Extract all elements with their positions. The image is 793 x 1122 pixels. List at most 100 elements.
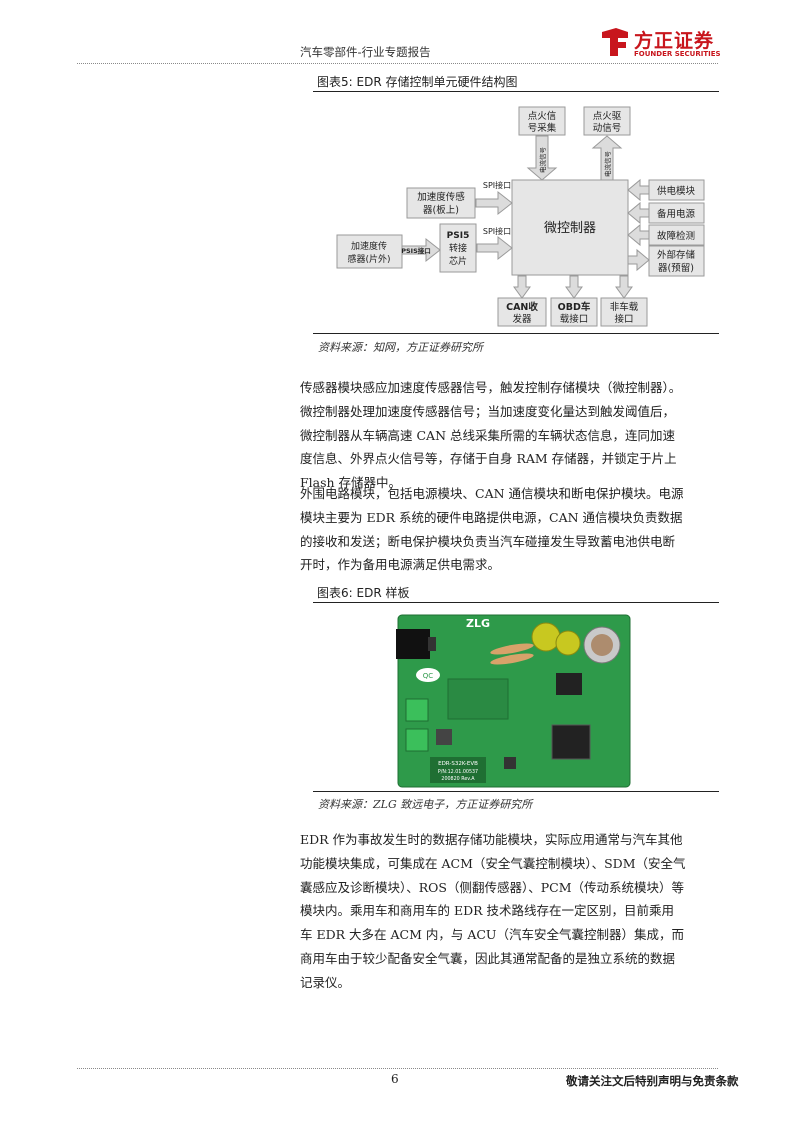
figure5-caption: 图表5: EDR 存储控制单元硬件结构图 bbox=[317, 75, 518, 89]
psi5-label-2: 转接 bbox=[449, 242, 467, 254]
paragraph-edr-integration: EDR 作为事故发生时的数据存储功能模块，实际应用通常与汽车其他 功能模块集成，… bbox=[300, 828, 719, 995]
paragraph-line: 的接收和发送；断电保护模块负责当汽车碰撞发生导致蓄电池供电断 bbox=[300, 533, 676, 549]
mcu-label: 微控制器 bbox=[544, 221, 596, 236]
figure5-bottom-rule bbox=[313, 333, 719, 334]
arrow-fault bbox=[627, 223, 650, 247]
arrow-backup bbox=[627, 201, 650, 225]
arrow-psis bbox=[401, 237, 441, 263]
psi5-box bbox=[439, 223, 477, 273]
accel-board-box bbox=[406, 187, 476, 219]
paragraph-line: 微控制器处理加速度传感器信号；当加速度变化量达到触发阈值后， bbox=[300, 403, 676, 419]
push-button bbox=[504, 757, 516, 769]
component-area bbox=[447, 678, 509, 720]
psi5-label-3: 芯片 bbox=[449, 255, 467, 267]
arrow-ext-storage bbox=[627, 248, 650, 272]
elec2-edge-label: 电流信号 bbox=[603, 151, 612, 178]
arrow-power bbox=[627, 178, 650, 202]
arrow-spi2 bbox=[476, 235, 513, 261]
nonvehicle-label-1: 非车载 bbox=[610, 301, 639, 313]
footer-divider bbox=[77, 1068, 718, 1069]
report-header-title: 汽车零部件-行业专题报告 bbox=[300, 45, 431, 59]
logo-cn-text: 方正证券 bbox=[634, 30, 715, 52]
qc-text: QC bbox=[423, 672, 434, 680]
paragraph-line: 记录仪。 bbox=[300, 974, 351, 990]
psi5-label-1: PSI5 bbox=[447, 231, 470, 241]
capacitor-2 bbox=[555, 630, 581, 656]
psis-edge-label: PSIS接口 bbox=[401, 246, 431, 255]
terminal-block-1 bbox=[405, 698, 429, 722]
paragraph-line: 功能模块集成，可集成在 ACM（安全气囊控制模块）、SDM（安全气 bbox=[300, 855, 686, 871]
obd-box bbox=[550, 297, 598, 327]
qc-sticker bbox=[416, 668, 440, 682]
obd-label-1: OBD车 bbox=[558, 301, 591, 313]
ignition-collect-box bbox=[518, 106, 566, 136]
paragraph-peripheral-circuit: 外围电路模块，包括电源模块、CAN 通信模块和断电保护模块。电源 模块主要为 E… bbox=[300, 482, 719, 577]
spi2-edge-label: SPI接口 bbox=[483, 226, 511, 236]
founder-securities-logo: 方正证券 FOUNDER SECURITIES bbox=[600, 26, 721, 60]
obd-label-2: 载接口 bbox=[560, 313, 589, 325]
edr-hardware-diagram: 微控制器 点火信 号采集 点火驱 动信号 加速度传感 器(板上) PSI5 转接… bbox=[336, 106, 705, 327]
ignition-drive-label-2: 动信号 bbox=[593, 122, 622, 134]
paragraph-line: 传感器模块感应加速度传感器信号，触发控制存储模块（微控制器）。 bbox=[300, 380, 682, 395]
can-label-2: 发器 bbox=[512, 313, 532, 325]
figure6-top-rule bbox=[313, 602, 719, 603]
arrow-nonvehicle bbox=[615, 275, 633, 299]
label-area bbox=[430, 757, 486, 783]
mcu-chip bbox=[551, 724, 591, 760]
figure6-bottom-rule bbox=[313, 791, 719, 792]
arrow-can bbox=[513, 275, 531, 299]
accel-board-label-1: 加速度传感 bbox=[417, 191, 465, 203]
ext-storage-label-2: 器(预留) bbox=[658, 262, 694, 274]
paragraph-line: Flash 存储器中。 bbox=[300, 475, 402, 491]
accel-ext-box bbox=[336, 234, 403, 269]
founder-logo-icon bbox=[602, 28, 628, 56]
ignition-collect-label-1: 点火信 bbox=[528, 110, 557, 122]
paragraph-line: 模块内。乘用车和商用车的 EDR 技术路线存在一定区别，目前乘用 bbox=[300, 903, 675, 919]
capacitor-1 bbox=[531, 622, 561, 652]
spi1-edge-label: SPI接口 bbox=[483, 180, 511, 190]
paragraph-line: 商用车由于较少配备安全气囊，因此其通常配备的是独立系统的数据 bbox=[300, 950, 676, 966]
ext-storage-box bbox=[648, 245, 705, 277]
dc-jack bbox=[396, 629, 430, 659]
paragraph-line: 模块主要为 EDR 系统的硬件电路提供电源，CAN 通信模块负责数据 bbox=[300, 509, 683, 525]
ext-storage-label-1: 外部存储 bbox=[657, 249, 696, 261]
board-model-label: EDR-S32K-EVB bbox=[438, 761, 478, 767]
can-box bbox=[497, 297, 547, 327]
ignition-collect-label-2: 号采集 bbox=[528, 122, 557, 134]
zlg-logo-text: ZLG bbox=[466, 617, 490, 630]
paragraph-sensor-module: 传感器模块感应加速度传感器信号，触发控制存储模块（微控制器）。 微控制器处理加速… bbox=[300, 376, 719, 495]
resistor-1 bbox=[490, 643, 534, 655]
nonvehicle-box bbox=[600, 297, 648, 327]
fault-label: 故障检测 bbox=[657, 230, 695, 242]
power-label: 供电模块 bbox=[657, 185, 696, 197]
small-chip bbox=[436, 729, 452, 745]
backup-label: 备用电源 bbox=[657, 208, 696, 220]
ignition-drive-label-1: 点火驱 bbox=[593, 111, 622, 122]
paragraph-line: 微控制器从车辆高速 CAN 总线采集所需的车辆状态信息，连同加速 bbox=[300, 427, 675, 443]
paragraph-line: 外围电路模块，包括电源模块、CAN 通信模块和断电保护模块。电源 bbox=[300, 486, 684, 501]
arrow-ignition-collect bbox=[526, 135, 558, 181]
edr-board-photo: QC ZLG EDR-S32K-EVB P/N:12.01.00537 2008… bbox=[388, 607, 634, 789]
footer-disclaimer: 敬请关注文后特别声明与免责条款 bbox=[566, 1074, 739, 1088]
board-pn-label: P/N:12.01.00537 bbox=[438, 769, 478, 775]
paragraph-line: EDR 作为事故发生时的数据存储功能模块，实际应用通常与汽车其他 bbox=[300, 832, 683, 847]
figure5-source: 资料来源：知网，方正证券研究所 bbox=[318, 341, 483, 354]
accel-ext-label-2: 感器(片外) bbox=[347, 253, 390, 265]
can-label-1: CAN收 bbox=[506, 301, 538, 313]
ignition-drive-box bbox=[583, 106, 631, 136]
ic-chip-small bbox=[556, 673, 582, 695]
paragraph-line: 度信息、外界点火信号等，存储于自身 RAM 存储器，并锁定于片上 bbox=[300, 451, 677, 467]
paragraph-line: 开时，作为备用电源满足供电需求。 bbox=[300, 557, 501, 573]
accel-board-label-2: 器(板上) bbox=[423, 204, 459, 216]
paragraph-line: 车 EDR 大多在 ACM 内，与 ACU（汽车安全气囊控制器）集成，而 bbox=[300, 927, 684, 943]
page-number: 6 bbox=[391, 1072, 399, 1086]
figure6-caption: 图表6: EDR 样板 bbox=[317, 586, 410, 600]
header-divider bbox=[77, 63, 718, 64]
figure5-top-rule bbox=[313, 91, 719, 92]
arrow-obd bbox=[565, 275, 583, 299]
accel-ext-label-1: 加速度传 bbox=[351, 240, 387, 252]
terminal-block-2 bbox=[405, 728, 429, 752]
elec1-edge-label: 电流信号 bbox=[538, 147, 547, 174]
nonvehicle-label-2: 接口 bbox=[614, 313, 633, 325]
paragraph-line: 囊感应及诊断模块）、ROS（侧翻传感器）、PCM（传动系统模块）等 bbox=[300, 879, 684, 895]
